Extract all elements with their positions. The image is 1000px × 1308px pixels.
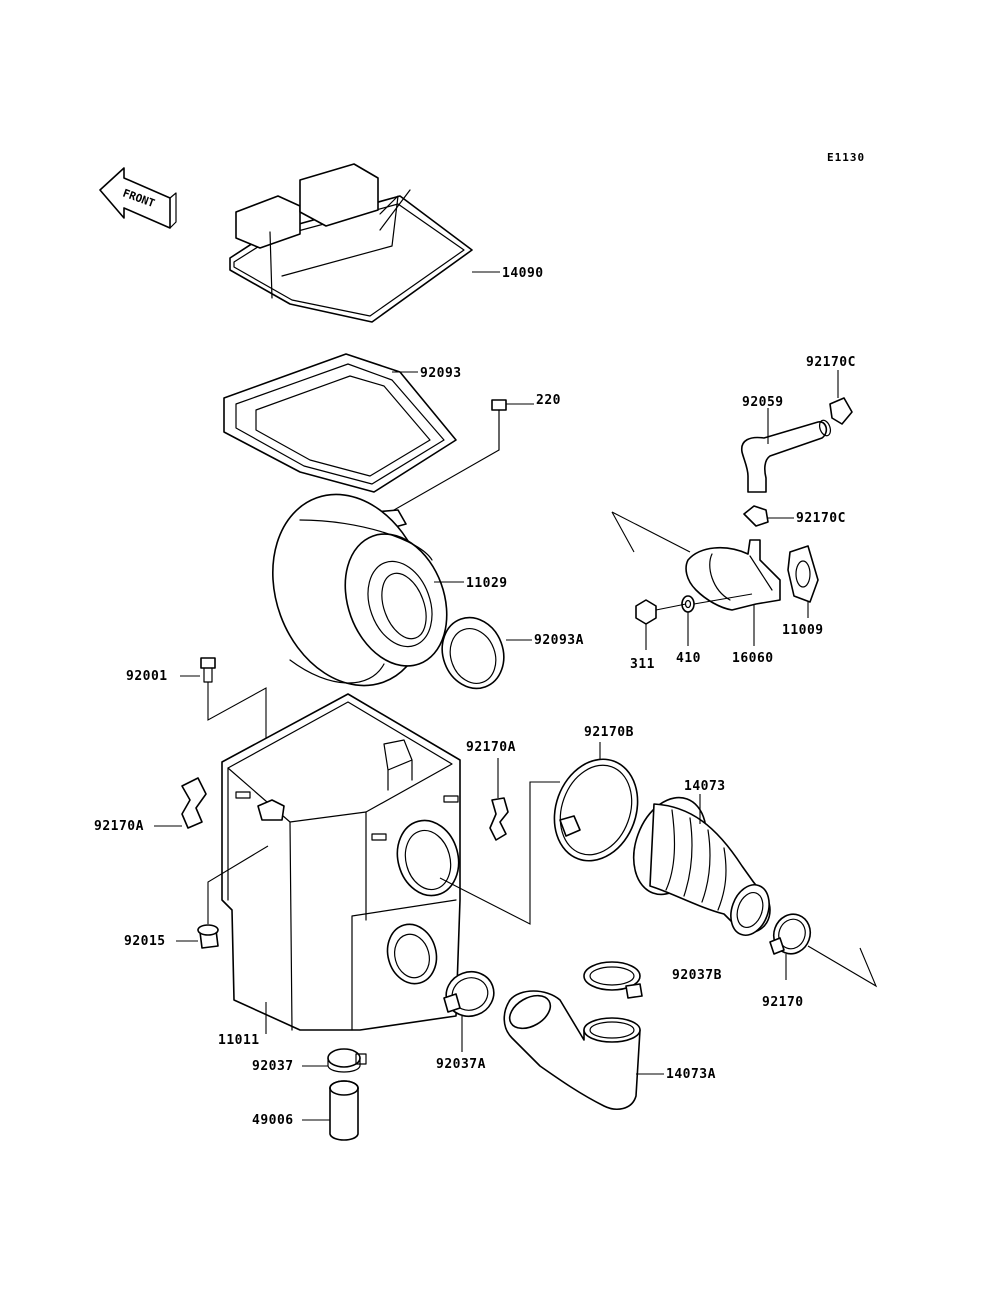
washer-410 bbox=[681, 593, 753, 646]
label-92170B: 92170B bbox=[584, 725, 634, 740]
label-92170A-mid: 92170A bbox=[466, 740, 516, 755]
intake-boot-14073 bbox=[632, 794, 771, 936]
label-14073A: 14073A bbox=[666, 1067, 716, 1082]
label-14090: 14090 bbox=[502, 266, 544, 281]
label-92170A-left: 92170A bbox=[94, 819, 144, 834]
clip-92170C-top bbox=[829, 370, 853, 425]
band-clamp-92170B bbox=[553, 742, 639, 862]
clamp-92037 bbox=[302, 1048, 367, 1073]
clip-92170C-mid bbox=[743, 505, 794, 527]
label-92093A: 92093A bbox=[534, 633, 584, 648]
clamp-92170 bbox=[769, 913, 878, 988]
nut-311 bbox=[635, 599, 687, 650]
hose-92059 bbox=[740, 408, 832, 493]
label-92037: 92037 bbox=[252, 1059, 294, 1074]
label-220: 220 bbox=[536, 393, 561, 408]
screw-220 bbox=[379, 399, 534, 519]
label-14073: 14073 bbox=[684, 779, 726, 794]
intake-fitting-16060 bbox=[611, 511, 781, 646]
label-11029: 11029 bbox=[466, 576, 508, 591]
label-11011: 11011 bbox=[218, 1033, 260, 1048]
diagram-code: E1130 bbox=[827, 151, 865, 164]
gasket-92093 bbox=[223, 353, 457, 493]
label-92093: 92093 bbox=[420, 366, 462, 381]
filter-element-11029 bbox=[272, 493, 464, 687]
label-11009: 11009 bbox=[782, 623, 824, 638]
label-92170C-mid: 92170C bbox=[796, 511, 846, 526]
air-filter-cover-14090 bbox=[229, 163, 500, 323]
grommet-92015 bbox=[176, 845, 269, 949]
label-16060: 16060 bbox=[732, 651, 774, 666]
air-box-11011 bbox=[221, 693, 560, 1034]
clip-92170A-mid bbox=[489, 758, 509, 841]
label-92059: 92059 bbox=[742, 395, 784, 410]
clip-92170A-left bbox=[154, 777, 207, 829]
gasket-11009 bbox=[787, 545, 819, 618]
label-92015: 92015 bbox=[124, 934, 166, 949]
hose-clamp-92037B bbox=[583, 961, 643, 999]
label-92037A: 92037A bbox=[436, 1057, 486, 1072]
hose-clamp-92037A bbox=[443, 970, 495, 1052]
ring-92093A bbox=[441, 616, 532, 690]
label-49006: 49006 bbox=[252, 1113, 294, 1128]
label-92037B: 92037B bbox=[672, 968, 722, 983]
label-92170C-top: 92170C bbox=[806, 355, 856, 370]
label-311: 311 bbox=[630, 657, 655, 672]
label-92170: 92170 bbox=[762, 995, 804, 1010]
label-410: 410 bbox=[676, 651, 701, 666]
duct-14073A bbox=[503, 990, 664, 1110]
sleeve-49006 bbox=[302, 1080, 359, 1141]
front-arrow-icon: FRONT bbox=[99, 167, 177, 229]
label-92001: 92001 bbox=[126, 669, 168, 684]
